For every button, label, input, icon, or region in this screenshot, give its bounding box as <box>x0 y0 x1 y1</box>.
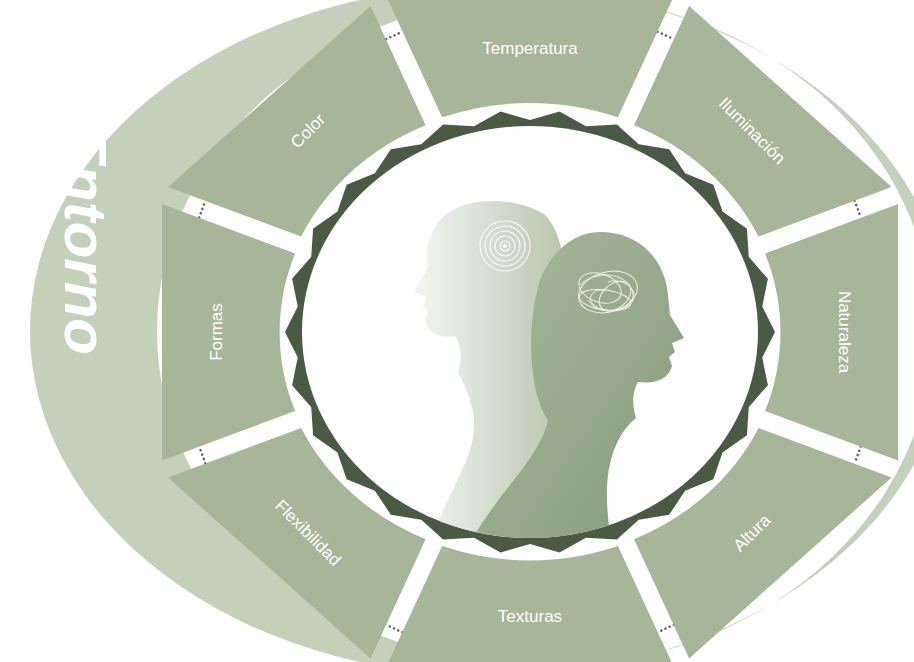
heads-group <box>414 201 684 545</box>
segment-label: Texturas <box>498 608 562 625</box>
segment-shape <box>765 204 898 461</box>
segment-outline <box>166 426 428 661</box>
brain-scribble <box>574 265 642 319</box>
segment-shape <box>387 0 673 118</box>
segment-shape <box>162 204 295 461</box>
thought-circle <box>500 241 510 251</box>
segment-shape <box>168 428 426 659</box>
segment-outline <box>385 0 675 120</box>
factor-segment: Flexibilidad <box>166 426 428 661</box>
segment-outline <box>385 544 675 662</box>
dotted-connector <box>386 32 402 40</box>
factor-segment: Temperatura <box>385 0 675 120</box>
scribble-line <box>574 265 642 319</box>
dotted-connector <box>658 625 674 633</box>
segment-label: Naturaleza <box>835 291 852 373</box>
thought-circle <box>495 236 515 256</box>
segment-shape <box>387 546 673 662</box>
segment-label: Temperatura <box>482 39 577 56</box>
thought-circles <box>480 221 530 271</box>
band-shape <box>30 0 914 662</box>
factor-segment: Formas <box>160 202 297 463</box>
serrated-ring <box>285 112 775 553</box>
band-title: Entorno <box>55 125 115 355</box>
dotted-connector <box>199 446 205 463</box>
dotted-connector <box>855 446 861 463</box>
segment-outline <box>763 202 900 463</box>
thought-circle <box>490 231 520 261</box>
factor-segment: Altura <box>632 426 894 661</box>
scribble-line <box>580 275 633 310</box>
factor-segment: Iluminación <box>632 4 894 239</box>
segment-outline <box>166 4 428 239</box>
segment-outline <box>160 202 297 463</box>
right-head <box>470 232 684 545</box>
thought-circle <box>480 221 530 271</box>
segment-shape <box>634 6 892 237</box>
dotted-connector <box>199 201 205 218</box>
factor-segment: Naturaleza <box>763 202 900 463</box>
scribble-line <box>588 281 634 311</box>
thought-circle <box>485 226 525 266</box>
segment-outline <box>632 426 894 661</box>
segment-label: Formas <box>208 303 225 361</box>
factor-segment: Color <box>166 4 428 239</box>
dotted-connector <box>855 201 861 218</box>
factor-segment: Texturas <box>385 544 675 662</box>
serrated-ring-shape <box>285 112 775 553</box>
segment-shape <box>634 428 892 659</box>
dotted-connector <box>386 625 402 633</box>
dotted-connector <box>658 32 674 40</box>
segment-outline <box>632 4 894 239</box>
thought-dot <box>503 244 507 248</box>
segment-shape <box>168 6 426 237</box>
